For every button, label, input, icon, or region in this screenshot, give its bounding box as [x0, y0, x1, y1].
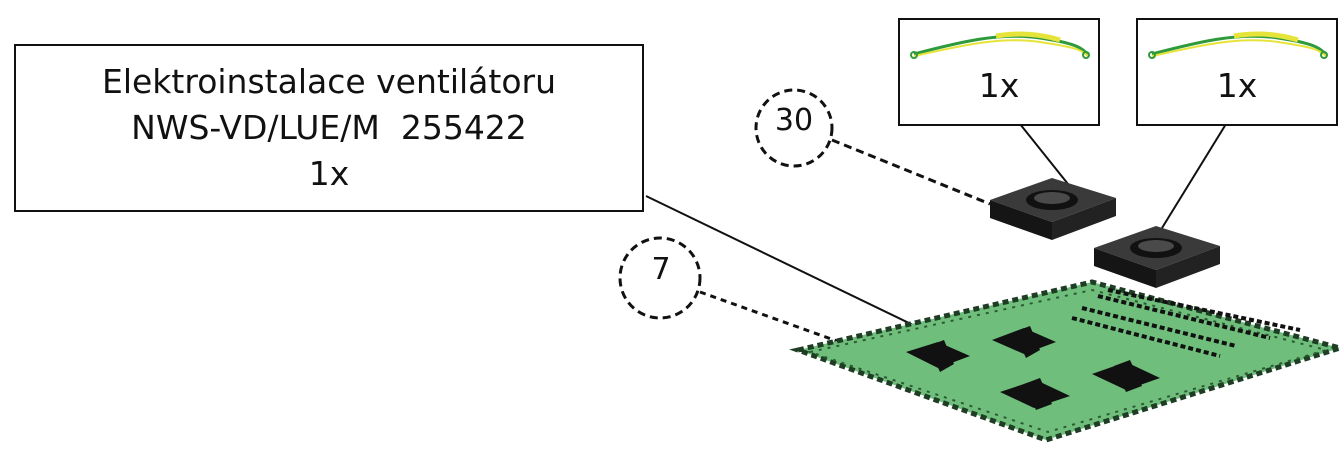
cable-quantity: 1x — [1216, 66, 1258, 105]
label-quantity: 1x — [308, 154, 350, 193]
callout-circle-30 — [754, 88, 834, 168]
callout-number-7: 7 — [651, 252, 671, 287]
cable-box-1: 1x — [898, 18, 1100, 126]
cable-quantity: 1x — [978, 66, 1020, 105]
cable-icon — [910, 31, 1090, 59]
cable-box-2: 1x — [1136, 18, 1338, 126]
callout-leader-30 — [831, 138, 991, 206]
part-label-box: Elektroinstalace ventilátoru NWS-VD/LUE/… — [14, 44, 644, 212]
fan-component-1 — [990, 178, 1116, 240]
cable-icon — [1148, 31, 1328, 59]
callout-leader-7 — [699, 290, 849, 347]
leader-line-cable-1 — [1019, 123, 1069, 185]
callout-number-30: 30 — [774, 103, 814, 138]
leader-line-cable-2 — [1161, 123, 1227, 229]
callout-circle-7 — [618, 236, 702, 320]
label-part-number: NWS-VD/LUE/M 255422 — [131, 108, 527, 147]
fan-component-2 — [1094, 226, 1220, 288]
label-title: Elektroinstalace ventilátoru — [101, 62, 557, 101]
leader-line-label — [645, 195, 945, 341]
circuit-board — [789, 279, 1344, 443]
